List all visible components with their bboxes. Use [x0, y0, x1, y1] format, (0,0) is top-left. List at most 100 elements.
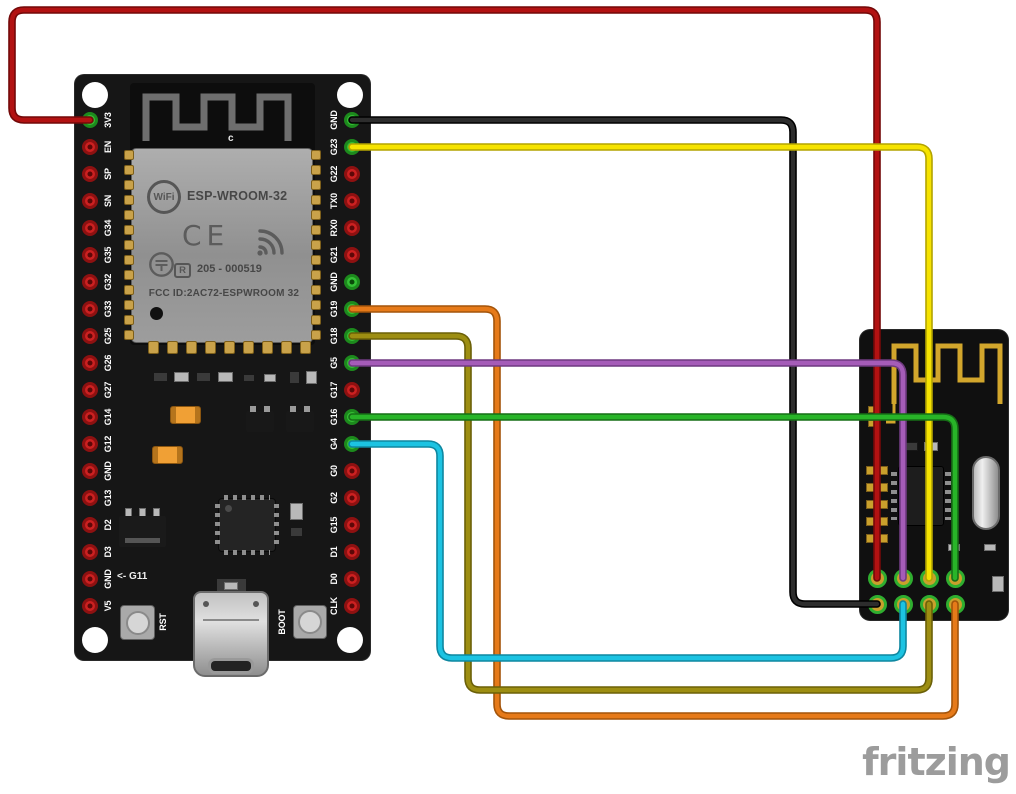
nrf-header-pin-r2c1[interactable] [867, 594, 887, 614]
esp32-left-pin-sp[interactable] [82, 166, 98, 182]
capacitor [152, 446, 183, 464]
esp32-left-pin-g33[interactable] [82, 301, 98, 317]
boot-button [293, 605, 327, 639]
esp32-right-pin-g22[interactable] [344, 166, 360, 182]
esp32-left-pin-gnd[interactable] [82, 463, 98, 479]
nrf-header-pin-r1c1[interactable] [867, 568, 887, 588]
esp32-chip [218, 498, 276, 552]
r-mark: R [174, 263, 191, 278]
esp32-left-pin-v5[interactable] [82, 598, 98, 614]
castellated-pad [148, 341, 159, 354]
chip-pins [215, 504, 220, 546]
esp32-left-pin-g34[interactable] [82, 220, 98, 236]
esp32-left-pin-g14[interactable] [82, 409, 98, 425]
chip-pins [891, 472, 897, 520]
esp32-right-pin-clk[interactable] [344, 598, 360, 614]
smd-component [948, 544, 960, 551]
esp32-left-pin-label: G14 [103, 408, 113, 426]
castellated-pad [311, 225, 321, 235]
smd-component [153, 372, 168, 382]
esp32-right-pin-g5[interactable] [344, 355, 360, 371]
esp32-right-pin-g2[interactable] [344, 490, 360, 506]
castellated-pad [311, 210, 321, 220]
esp32-right-pin-g16[interactable] [344, 409, 360, 425]
wifi-logo-text: WiFi [153, 191, 175, 203]
castellated-pad [124, 315, 134, 325]
esp32-left-pin-d3[interactable] [82, 544, 98, 560]
esp32-left-pin-g35[interactable] [82, 247, 98, 263]
nrf-header-pin-r2c4[interactable] [945, 594, 965, 614]
chip-pins [224, 495, 270, 500]
esp32-right-pin-g17[interactable] [344, 382, 360, 398]
cert-number: 205 - 000519 [197, 263, 262, 275]
esp32-left-pin-sn[interactable] [82, 193, 98, 209]
esp32-left-pin-en[interactable] [82, 139, 98, 155]
esp32-right-pin-gnd[interactable] [344, 274, 360, 290]
castellated-pad [311, 165, 321, 175]
esp32-right-pin-g19[interactable] [344, 301, 360, 317]
nrf-radio-chip [898, 466, 944, 526]
chip-pins [224, 550, 270, 555]
smd-component [290, 527, 303, 537]
smd-pad [868, 420, 880, 427]
esp32-left-pin-g26[interactable] [82, 355, 98, 371]
esp32-left-pin-d2[interactable] [82, 517, 98, 533]
esp32-right-pin-d1[interactable] [344, 544, 360, 560]
esp32-left-pin-label: G13 [103, 489, 113, 507]
esp32-left-pin-g27[interactable] [82, 382, 98, 398]
nrf-header-pin-r1c4[interactable] [945, 568, 965, 588]
smd-pad [866, 534, 875, 543]
purple-wire[interactable] [348, 359, 907, 582]
nrf-header-pin-r1c3[interactable] [919, 568, 939, 588]
esp32-right-pin-rx0[interactable] [344, 220, 360, 236]
esp32-right-pin-label: G17 [329, 381, 339, 399]
black-wire[interactable] [348, 116, 881, 608]
esp32-right-pin-g21[interactable] [344, 247, 360, 263]
esp32-right-pin-g18[interactable] [344, 328, 360, 344]
esp32-right-pin-label: CLK [329, 597, 339, 615]
esp32-left-pin-g13[interactable] [82, 490, 98, 506]
esp32-left-pin-label: D3 [103, 546, 113, 558]
castellated-pad [186, 341, 197, 354]
smd-component [196, 372, 211, 382]
smd-component [289, 371, 300, 384]
esp32-right-pin-g15[interactable] [344, 517, 360, 533]
g11-silkscreen: <- G11 [117, 571, 148, 582]
rf-shield: WiFi ESP-WROOM-32 CE R 205 - 000519 [131, 148, 313, 343]
esp32-right-pin-g23[interactable] [344, 139, 360, 155]
esp32-right-pin-tx0[interactable] [344, 193, 360, 209]
esp32-right-pin-label: TX0 [329, 193, 339, 209]
nrf-header-pin-r2c3[interactable] [919, 594, 939, 614]
esp32-left-pin-label: D2 [103, 519, 113, 531]
esp32-right-pin-g4[interactable] [344, 436, 360, 452]
nrf24l01-board[interactable] [860, 330, 1008, 620]
esp32-right-pin-d0[interactable] [344, 571, 360, 587]
smd-pad [879, 466, 888, 475]
nrf-header-pin-r1c2[interactable] [893, 568, 913, 588]
esp32-left-pin-g32[interactable] [82, 274, 98, 290]
dark-yellow-wire[interactable] [348, 332, 933, 694]
esp32-left-pin-label: G35 [103, 246, 113, 264]
esp32-right-pin-gnd[interactable] [344, 112, 360, 128]
esp32-left-pin-g12[interactable] [82, 436, 98, 452]
esp32-left-pin-gnd[interactable] [82, 571, 98, 587]
castellated-pad [311, 330, 321, 340]
esp32-right-pin-g0[interactable] [344, 463, 360, 479]
castellated-pad [124, 180, 134, 190]
mounting-hole [337, 627, 363, 653]
esp32-left-pin-g25[interactable] [82, 328, 98, 344]
yellow-wire[interactable] [348, 143, 933, 582]
rst-button [120, 605, 155, 640]
transistor [246, 406, 274, 432]
castellated-pad [311, 180, 321, 190]
castellated-pad [311, 255, 321, 265]
nrf-header-pin-r2c2[interactable] [893, 594, 913, 614]
smd-component [290, 503, 303, 520]
castellated-pad [124, 210, 134, 220]
esp32-board[interactable]: c WiFi ESP-WROOM-32 CE R [75, 75, 370, 677]
castellated-pad [224, 341, 235, 354]
cyan-wire[interactable] [348, 440, 907, 662]
esp32-left-pin-3v3[interactable] [82, 112, 98, 128]
fcc-id-line: FCC ID:2AC72-ESPWROOM 32 [148, 288, 300, 299]
